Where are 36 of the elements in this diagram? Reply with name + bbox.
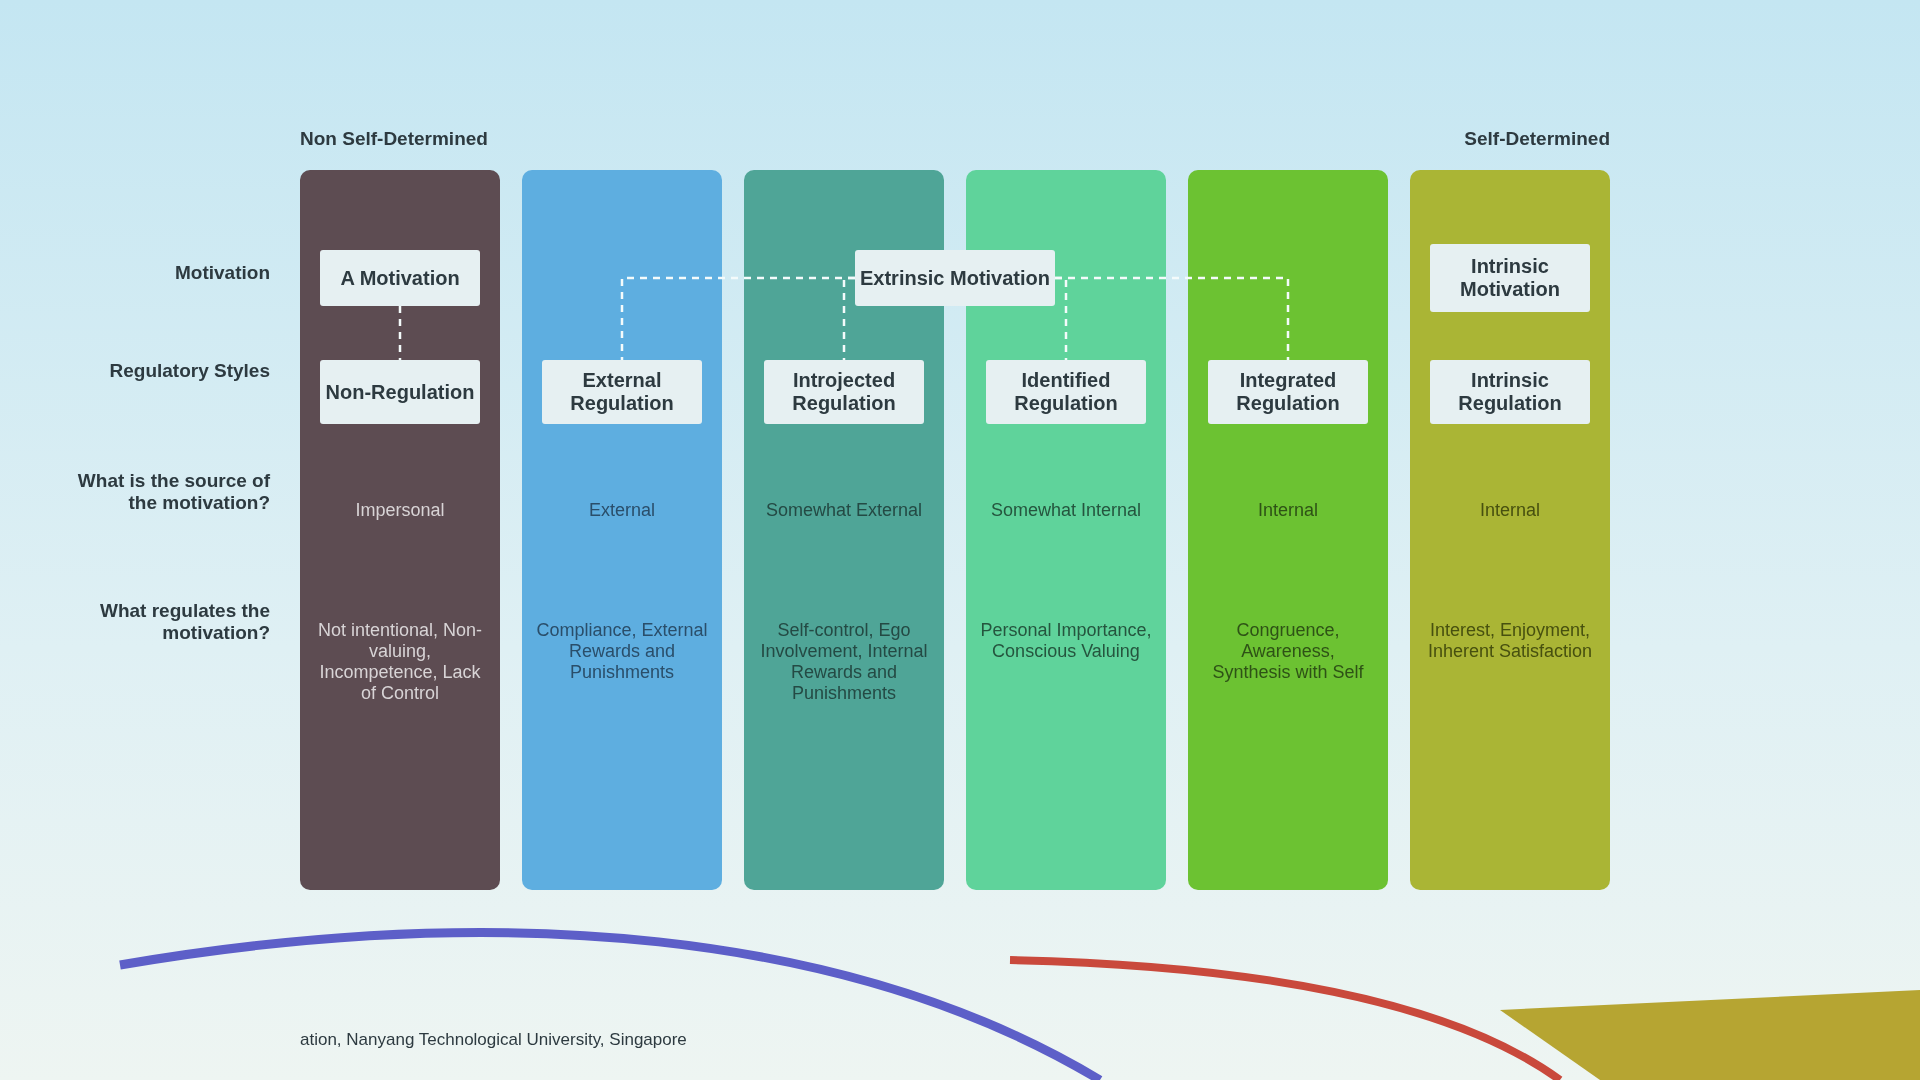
source-text: Impersonal xyxy=(354,500,446,521)
source-text: Internal xyxy=(1256,500,1319,521)
row-header: What is the source of the motivation? xyxy=(76,470,270,514)
style-box: Non-Regulation xyxy=(320,360,480,424)
style-box: Intrinsic Regulation xyxy=(1430,360,1590,424)
style-box: Integrated Regulation xyxy=(1208,360,1368,424)
footer-text: ation, Nanyang Technological University, Singapore xyxy=(300,1030,688,1050)
style-box: Identified Regulation xyxy=(986,360,1146,424)
regulator-text: Not intentional, Non-valuing, Incompetence, Lack of Control xyxy=(316,620,484,704)
regulator-text: Compliance, External Rewards and Punishments xyxy=(535,620,709,683)
source-text: Somewhat Internal xyxy=(989,500,1143,521)
column-panel xyxy=(744,170,944,890)
style-box: A Motivation xyxy=(320,250,480,306)
heading-text: Self-Determined xyxy=(1463,128,1610,150)
source-text: External xyxy=(587,500,656,521)
regulator-text: Self-control, Ego Involvement, Internal Rewards and Punishments xyxy=(759,620,929,704)
dashed-connector xyxy=(842,276,855,360)
style-box: Introjected Regulation xyxy=(764,360,924,424)
column-panel xyxy=(522,170,722,890)
column-panel xyxy=(300,170,500,890)
style-box: Intrinsic Motivation xyxy=(1430,244,1590,312)
style-box: External Regulation xyxy=(542,360,702,424)
row-header: What regulates the motivation? xyxy=(99,600,270,644)
source-text: Somewhat External xyxy=(764,500,924,521)
column-panel xyxy=(1188,170,1388,890)
row-header: Regulatory Styles xyxy=(108,360,270,382)
regulator-text: Interest, Enjoyment, Inherent Satisfaction xyxy=(1426,620,1594,662)
row-header: Motivation xyxy=(174,262,270,284)
heading-text: Non Self-Determined xyxy=(300,128,489,150)
regulator-text: Personal Importance, Conscious Valuing xyxy=(979,620,1153,662)
dashed-connector xyxy=(398,306,402,360)
column-panel xyxy=(1410,170,1610,890)
source-text: Internal xyxy=(1478,500,1541,521)
category-box: Extrinsic Motivation xyxy=(855,250,1055,306)
regulator-text: Congruence, Awareness, Synthesis with Self xyxy=(1211,620,1365,683)
dashed-connector xyxy=(1055,276,1290,360)
